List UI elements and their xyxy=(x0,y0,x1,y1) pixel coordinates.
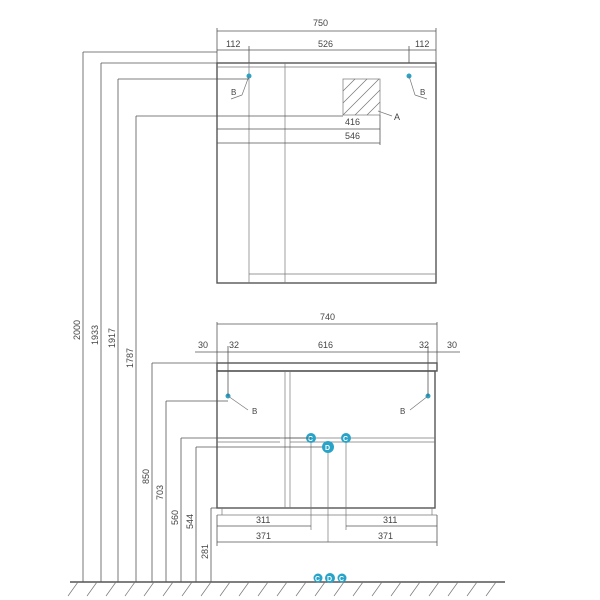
height-281: 281 xyxy=(200,544,210,559)
hatch-stroke xyxy=(447,581,459,597)
hatch-line xyxy=(342,78,356,92)
marker-d xyxy=(322,441,334,453)
dim-32-left: 32 xyxy=(229,340,239,350)
dim-30-right: 30 xyxy=(447,340,457,350)
cabinet-body xyxy=(216,370,436,509)
hatch-stroke xyxy=(333,581,345,597)
height-850: 850 xyxy=(141,469,151,484)
hatch-stroke xyxy=(466,581,478,597)
vanity-cabinet: B B C C D xyxy=(216,362,438,542)
marker-c-right xyxy=(341,433,351,443)
floor-marker-c-left xyxy=(313,573,323,583)
dim-740: 740 xyxy=(320,312,335,322)
floor-marker-c-right xyxy=(337,573,347,583)
hatched-block-outline xyxy=(342,78,381,116)
hatch-stroke xyxy=(219,581,231,597)
cabinet-dimensions: 740 30 32 616 32 30 311 311 371 371 xyxy=(195,312,460,546)
height-2000: 2000 xyxy=(72,320,82,340)
hatch-stroke xyxy=(409,581,421,597)
marker-c-right-label: C xyxy=(343,436,348,443)
hatch-line xyxy=(366,101,381,116)
hatch-line xyxy=(354,89,381,116)
mirror-outline xyxy=(216,62,437,284)
hatch-stroke xyxy=(390,581,402,597)
height-560: 560 xyxy=(170,510,180,525)
floor-marker-d xyxy=(325,573,335,583)
height-1917: 1917 xyxy=(107,328,117,348)
hatch-stroke xyxy=(200,581,212,597)
hatch-stroke xyxy=(124,581,136,597)
hatch-stroke xyxy=(181,581,193,597)
label-b-left: B xyxy=(231,88,236,97)
leader-a xyxy=(377,110,393,117)
floor-marker-c-left-label: C xyxy=(315,576,320,583)
dim-750: 750 xyxy=(313,18,328,28)
hatch-stroke xyxy=(314,581,326,597)
floor-marker-d-label: D xyxy=(327,576,332,583)
height-1933: 1933 xyxy=(90,325,100,345)
dim-311-right: 311 xyxy=(383,515,397,525)
leader-b-left xyxy=(227,395,249,411)
hatch-stroke xyxy=(143,581,155,597)
height-dimensions: 2000 1933 1917 1787 850 703 560 544 281 xyxy=(72,51,343,582)
hatch-line xyxy=(342,78,368,104)
leader-b-right xyxy=(408,75,416,96)
mirror-dimensions: 750 112 526 112 416 546 xyxy=(216,18,437,145)
hatch-stroke xyxy=(485,581,497,597)
floor: C D C xyxy=(67,573,505,597)
floor-marker-c-right-label: C xyxy=(339,576,344,583)
hatch-stroke xyxy=(105,581,117,597)
floor-hatching xyxy=(67,581,497,597)
dim-371-left: 371 xyxy=(256,531,271,541)
height-1787: 1787 xyxy=(125,348,135,368)
mirror-cabinet: A B B xyxy=(216,62,437,284)
height-703: 703 xyxy=(155,485,165,500)
marker-d-label: D xyxy=(325,445,330,452)
leader-b-right-tail xyxy=(414,94,428,100)
dim-30-left: 30 xyxy=(198,340,208,350)
hatch-stroke xyxy=(276,581,288,597)
hatched-block-a xyxy=(342,78,381,116)
height-544: 544 xyxy=(185,514,195,529)
dim-371-right: 371 xyxy=(378,531,393,541)
hatch-line xyxy=(342,78,380,116)
hatch-stroke xyxy=(371,581,383,597)
hatch-stroke xyxy=(238,581,250,597)
label-b-right: B xyxy=(420,88,425,97)
dim-616: 616 xyxy=(318,340,333,350)
marker-c-left-label: C xyxy=(308,436,313,443)
hatch-stroke xyxy=(257,581,269,597)
label-a: A xyxy=(394,112,400,122)
countertop xyxy=(216,362,438,372)
dim-526: 526 xyxy=(318,39,333,49)
hatch-stroke xyxy=(352,581,364,597)
dim-112-left: 112 xyxy=(226,39,240,49)
leader-b-left-tail xyxy=(230,94,243,100)
dim-32-right: 32 xyxy=(419,340,429,350)
hatch-stroke xyxy=(67,581,79,597)
dim-546: 546 xyxy=(345,131,360,141)
dim-112-right: 112 xyxy=(415,39,429,49)
hatch-stroke xyxy=(162,581,174,597)
hatch-stroke xyxy=(428,581,440,597)
label-b-right: B xyxy=(400,407,405,416)
label-b-left: B xyxy=(252,407,257,416)
dim-416: 416 xyxy=(345,117,360,127)
hatch-stroke xyxy=(86,581,98,597)
leader-b-right xyxy=(409,395,429,411)
dim-311-left: 311 xyxy=(256,515,270,525)
hatch-stroke xyxy=(295,581,307,597)
